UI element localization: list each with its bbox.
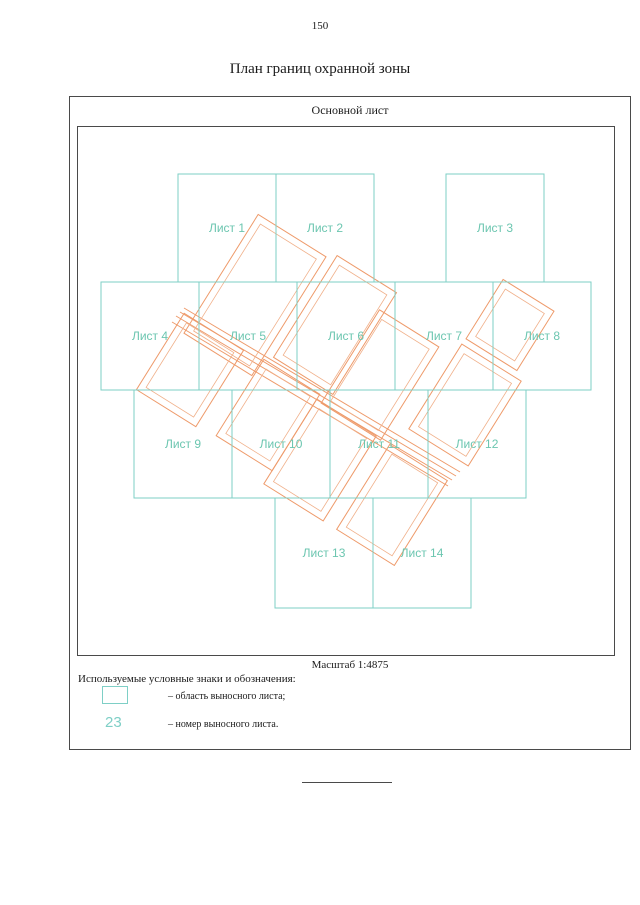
sheet-label-1: Лист 1 [209, 221, 245, 235]
sheet-label-4: Лист 4 [132, 329, 168, 343]
scale-label: Масштаб 1:4875 [311, 659, 389, 671]
sheet-label-14: Лист 14 [401, 546, 444, 560]
protection-zone-outlines [135, 213, 555, 567]
road-corridor [171, 307, 461, 487]
main-sheet-frame [77, 126, 615, 656]
page-number: 150 [311, 20, 329, 32]
page-title: План границ охранной зоны [229, 61, 411, 77]
signature-line [302, 782, 392, 783]
sheet-label-8: Лист 8 [524, 329, 560, 343]
sheet-label-13: Лист 13 [303, 546, 346, 560]
sheet-area-12 [427, 389, 527, 499]
sheet-area-8 [492, 281, 592, 391]
sheet-label-10: Лист 10 [260, 437, 303, 451]
main-sheet-label: Основной лист [311, 103, 389, 117]
sheet-label-11: Лист 11 [358, 437, 400, 451]
sheet-rects [100, 173, 592, 609]
outer-frame [69, 96, 631, 750]
sheet-label-6: Лист 6 [328, 329, 364, 343]
legend-title: Используемые условные знаки и обозначени… [78, 673, 296, 685]
sheet-label-2: Лист 2 [307, 221, 343, 235]
legend-sheet-area-swatch [102, 686, 128, 704]
sheet-label-9: Лист 9 [165, 437, 201, 451]
sheet-label-5: Лист 5 [230, 329, 266, 343]
sheet-label-12: Лист 12 [456, 437, 499, 451]
sheet-area-14 [372, 497, 472, 609]
legend-sheet-number-text: – номер выносного листа. [168, 719, 279, 730]
legend-sheet-number-sample: 23 [105, 714, 122, 731]
sheet-label-3: Лист 3 [477, 221, 513, 235]
sheet-label-7: Лист 7 [426, 329, 462, 343]
legend-sheet-area-text: – область выносного листа; [168, 691, 286, 702]
sheet-labels: Лист 1 Лист 2 Лист 3 Лист 4 Лист 5 Лист 6 Лист… [132, 221, 560, 560]
